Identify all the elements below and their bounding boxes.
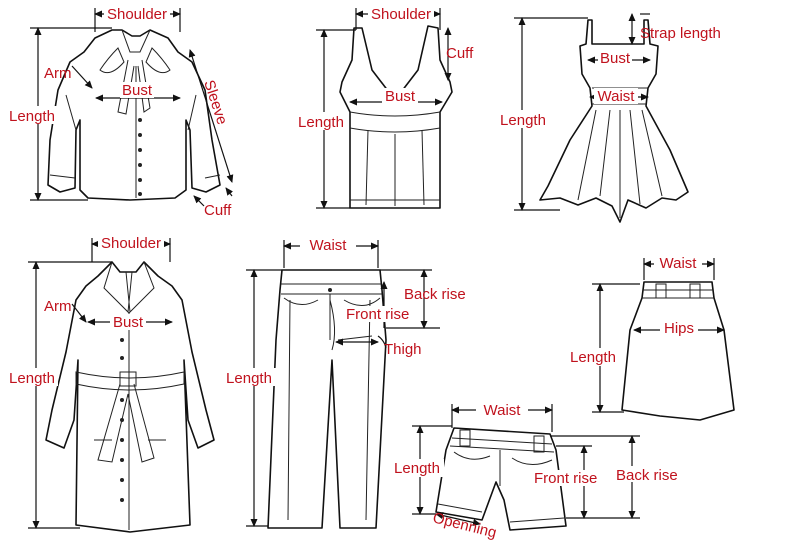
pants-back-rise-label: Back rise: [404, 286, 466, 303]
coat-length-label: Length: [9, 370, 55, 387]
shorts-front-rise-label: Front rise: [534, 470, 597, 487]
shorts-opening-label: Openning: [431, 509, 498, 541]
blouse-sleeve-label: Sleeve: [200, 78, 230, 127]
pants-front-rise-label: Front rise: [346, 306, 409, 323]
blouse-arm-label: Arm: [44, 65, 72, 82]
shorts-back-rise-label: Back rise: [616, 467, 678, 484]
pants-thigh-label: Thigh: [384, 341, 422, 358]
coat-bust-label: Bust: [113, 314, 144, 331]
blouse-length-label: Length: [9, 108, 55, 125]
dress-outline: [539, 19, 689, 223]
vest-cuff-label: Cuff: [446, 45, 474, 62]
pants-length-label: Length: [226, 370, 272, 387]
blouse-cuff-label: Cuff: [204, 202, 232, 219]
vest-bust-label: Bust: [385, 88, 416, 105]
pants-waist-label: Waist: [310, 237, 348, 254]
vest-diagram: Shoulder Cuff Bust Length: [294, 4, 474, 209]
skirt-outline: [621, 281, 735, 421]
blouse-bust-label: Bust: [122, 82, 153, 99]
blouse-diagram: Shoulder Length Arm Bust Sleeve Cuff: [6, 4, 234, 219]
dress-bust-label: Bust: [600, 50, 631, 67]
blouse-outline: [47, 29, 221, 201]
dress-length-label: Length: [500, 112, 546, 129]
coat-arm-label: Arm: [44, 298, 72, 315]
shorts-diagram: Waist Length Front rise Back rise Openni…: [390, 402, 682, 542]
coat-shoulder-label: Shoulder: [101, 235, 161, 252]
coat-outline: [45, 261, 215, 533]
shorts-waist-label: Waist: [484, 402, 522, 419]
vest-outline: [339, 25, 453, 209]
skirt-hips-label: Hips: [664, 320, 694, 337]
dress-diagram: Strap length Bust Waist Length: [496, 13, 721, 223]
vest-shoulder-label: Shoulder: [371, 6, 431, 23]
skirt-waist-label: Waist: [660, 255, 698, 272]
skirt-diagram: Waist Hips Length: [566, 254, 735, 421]
shorts-length-label: Length: [394, 460, 440, 477]
dress-waist-label: Waist: [598, 88, 636, 105]
shorts-outline: [435, 427, 567, 531]
blouse-shoulder-label: Shoulder: [107, 6, 167, 23]
coat-diagram: Shoulder Length Arm Bust: [6, 234, 215, 533]
vest-length-label: Length: [298, 114, 344, 131]
pants-diagram: Waist Back rise Front rise Thigh Length: [222, 236, 466, 529]
dress-strap-length-label: Strap length: [640, 25, 721, 42]
skirt-length-label: Length: [570, 349, 616, 366]
